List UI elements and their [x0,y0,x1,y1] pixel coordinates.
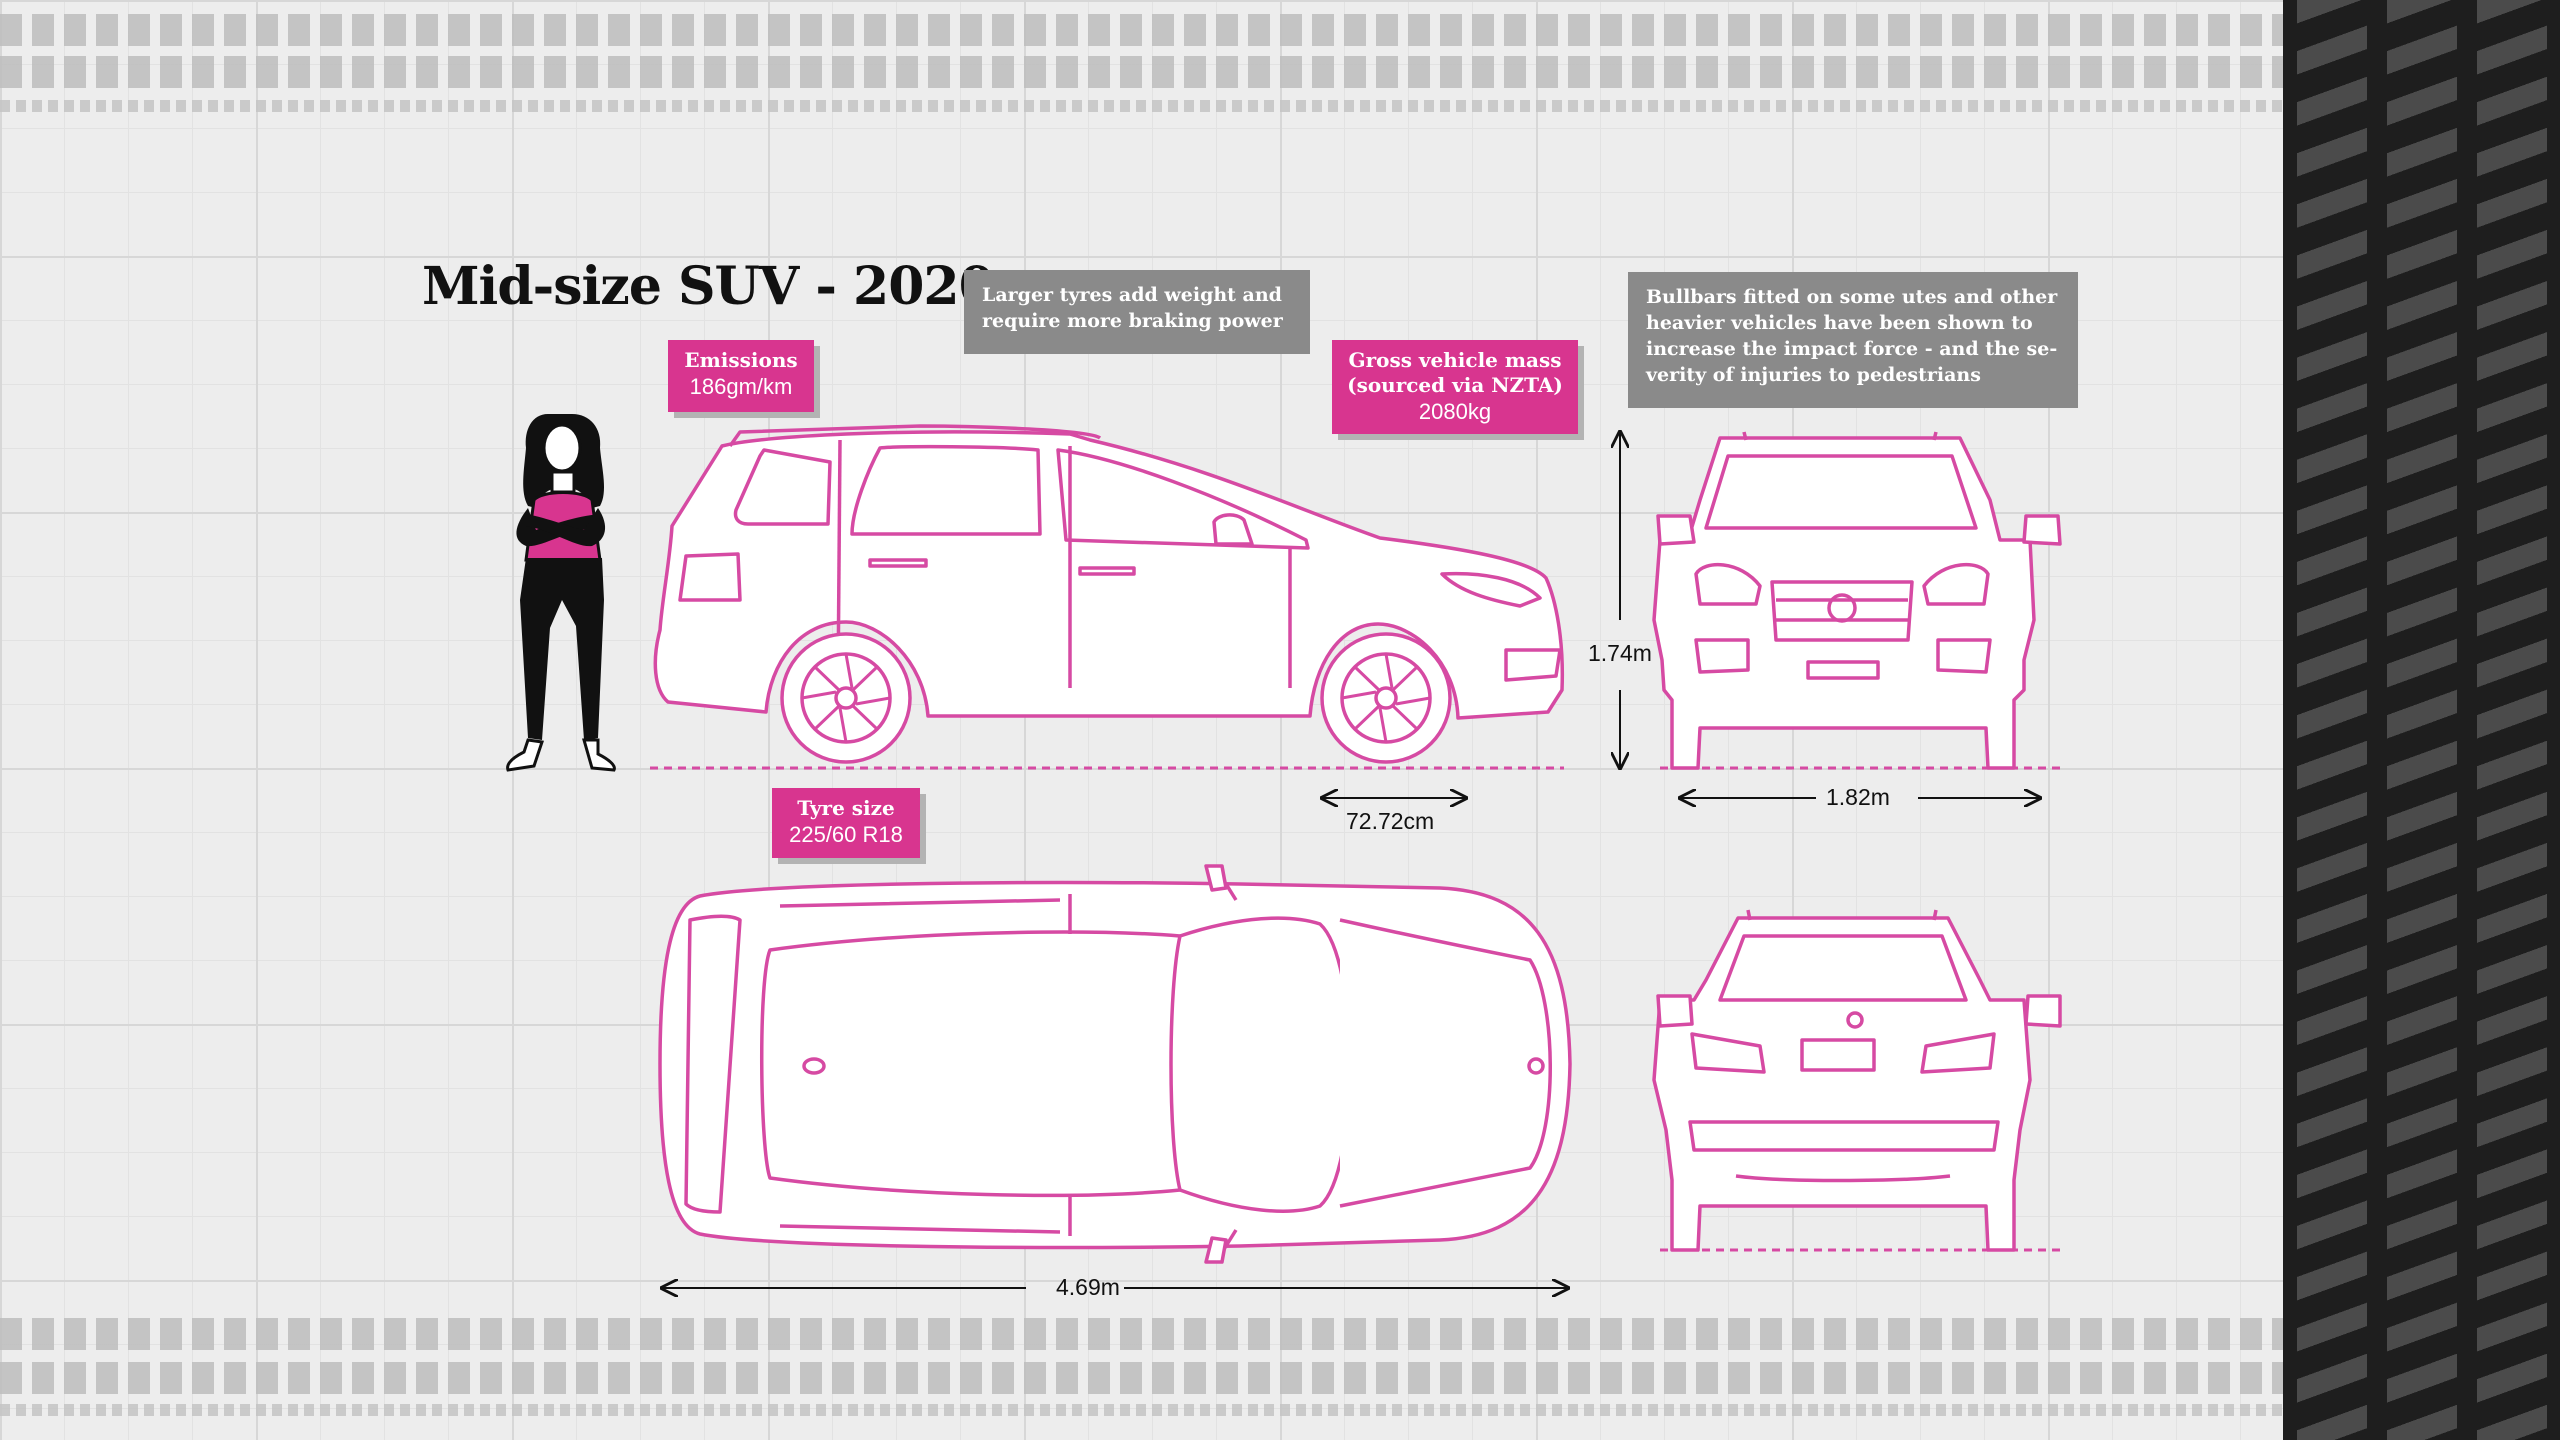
tyres-note-line2: require more braking power [982,310,1283,332]
emissions-callout: Emissions 186gm/km [668,340,814,412]
suv-top-view [658,864,1572,1264]
gross-vehicle-mass-callout: Gross vehicle mass (sourced via NZTA) 20… [1332,340,1578,434]
bullbars-note-line1: Bullbars fitted on some utes and other [1646,286,2058,308]
emissions-value: 186gm/km [689,374,793,399]
tread-border-top-2 [0,56,2283,88]
tread-border-bottom-2 [0,1362,2283,1394]
suv-side-view [653,424,1565,764]
bullbars-note-line4: verity of injuries to pedestrians [1646,364,1981,386]
emissions-heading: Emissions [684,348,798,372]
tyre-size-callout: Tyre size 225/60 R18 [772,788,920,858]
height-label: 1.74m [1588,640,1652,666]
bullbars-note-line2: heavier vehicles have been shown to [1646,312,2033,334]
gvm-value: 2080kg [1418,399,1492,424]
person-silhouette [506,414,616,772]
tire-groove [2387,0,2457,1440]
tyres-note-line1: Larger tyres add weight and [982,284,1282,306]
tyres-note: Larger tyres add weight and require more… [964,270,1310,354]
suv-front-view [1652,431,2062,770]
gvm-heading-line1: Gross vehicle mass [1348,348,1562,372]
tire-groove [2297,0,2367,1440]
gvm-heading-line2: (sourced via NZTA) [1347,373,1563,397]
wheel-diameter-label: 72.72cm [1346,808,1435,834]
width-label: 1.82m [1826,784,1890,810]
vehicle-drawings [506,414,2064,1440]
tyre-size-heading: Tyre size [797,796,895,820]
bullbars-note-line3: increase the impact force - and the se- [1646,338,2058,360]
tread-border-top-3 [0,100,2283,112]
tire-track-strip [2283,0,2560,1440]
tyre-size-value: 225/60 R18 [789,822,903,847]
length-label: 4.69m [1056,1274,1120,1300]
tread-border-top [0,14,2283,46]
tread-border-bottom [0,1318,2283,1350]
tire-groove [2477,0,2547,1440]
page-title: Mid-size SUV - 2020 [422,256,995,317]
suv-rear-view [1652,909,2062,1252]
bullbars-note: Bullbars fitted on some utes and other h… [1628,272,2078,408]
tread-border-bottom-3 [0,1404,2283,1416]
